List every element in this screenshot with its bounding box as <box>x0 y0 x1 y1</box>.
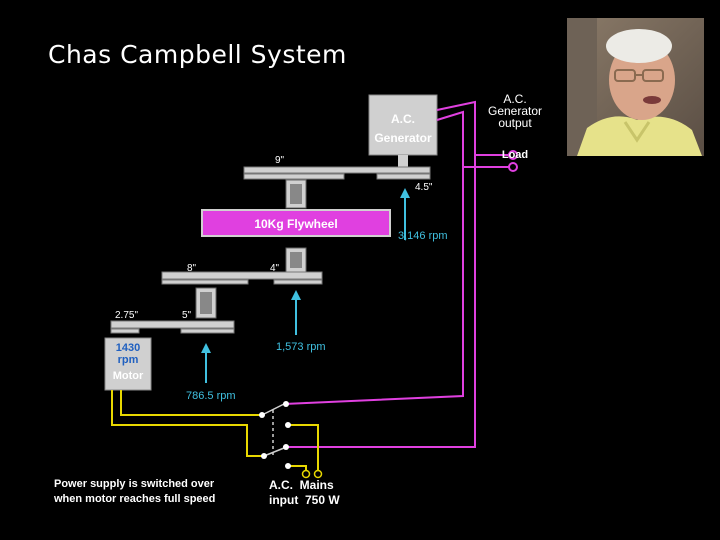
motor-rpm-value: 1430 <box>116 342 140 354</box>
pulley-4in-label: 4" <box>270 263 280 274</box>
output-label-2: Generator <box>488 104 542 118</box>
rpm-arrowhead-3146 <box>400 188 410 198</box>
generator-shaft <box>398 155 408 173</box>
switch-pivot-2 <box>261 453 267 459</box>
flywheel-label: 10Kg Flywheel <box>254 217 337 231</box>
switch-contact-3 <box>283 444 289 450</box>
pulley-9in <box>243 173 345 180</box>
motor-label: Motor <box>113 370 144 382</box>
yellow-wiring <box>111 390 319 470</box>
pulley-4-5in <box>376 173 431 180</box>
rpm-1573-label: 1,573 rpm <box>276 341 326 353</box>
note-line-1: Power supply is switched over <box>54 478 215 490</box>
output-terminal-1 <box>508 150 518 160</box>
rpm-arrowhead-7865 <box>201 343 211 353</box>
middle-bearing-core <box>290 252 302 268</box>
output-terminal-2 <box>508 162 518 172</box>
switch-contact-4 <box>285 463 291 469</box>
output-label-1: A.C. <box>503 92 526 106</box>
rpm-3146-label: 3,146 rpm <box>398 230 448 242</box>
rpm-7865-label: 786.5 rpm <box>186 390 236 402</box>
lower-bearing-core <box>200 292 212 314</box>
mains-label-1: A.C. Mains <box>269 478 334 492</box>
pulley-2-75in-label: 2.75" <box>115 310 138 321</box>
mains-terminal-2 <box>313 469 323 479</box>
switch-contact-2 <box>285 422 291 428</box>
flywheel-bar <box>201 209 391 237</box>
generator-label-2: Generator <box>374 131 432 145</box>
pulley-4in <box>273 279 323 285</box>
note-line-2: when motor reaches full speed <box>53 493 215 505</box>
load-label: Load <box>502 149 528 161</box>
magenta-wiring <box>283 100 510 448</box>
slide-title: Chas Campbell System <box>48 40 347 69</box>
rpm-arrowhead-1573 <box>291 290 301 300</box>
motor-rpm-unit: rpm <box>118 354 139 366</box>
output-label-3: output <box>498 116 532 130</box>
lower-belt <box>110 320 235 329</box>
portrait-photo <box>567 18 704 156</box>
upper-bearing-core <box>290 184 302 204</box>
generator-label-1: A.C. <box>391 112 415 126</box>
pulley-9in-label: 9" <box>275 155 285 166</box>
changeover-switch <box>261 403 285 457</box>
switch-contact-1 <box>283 401 289 407</box>
pulley-5in <box>180 328 235 334</box>
mains-label-2: input 750 W <box>269 493 340 507</box>
pulley-4-5in-label: 4.5" <box>415 182 433 193</box>
pulley-5in-label: 5" <box>182 310 192 321</box>
pulley-8in <box>161 279 249 285</box>
pulley-2-75in <box>110 328 140 334</box>
middle-belt <box>161 271 323 280</box>
switch-pivot-1 <box>259 412 265 418</box>
motor-box <box>104 337 152 391</box>
mains-terminal-1 <box>301 469 311 479</box>
pulley-8in-label: 8" <box>187 263 197 274</box>
top-belt <box>243 166 431 174</box>
